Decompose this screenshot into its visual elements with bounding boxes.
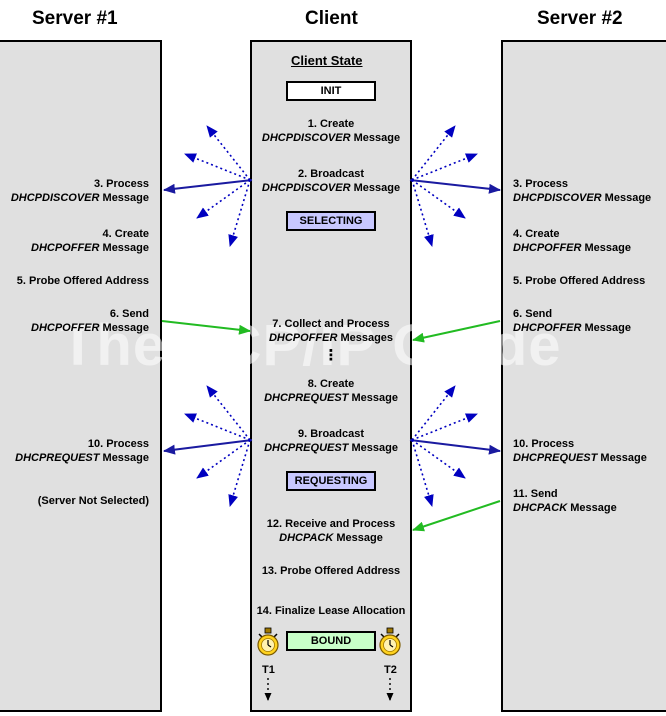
state-selecting: SELECTING <box>286 211 376 231</box>
client-step-7: 7. Collect and Process DHCPOFFER Message… <box>268 318 394 344</box>
server1-step-3: 3. Process DHCPDISCOVER Message <box>10 178 149 204</box>
state-init: INIT <box>286 81 376 101</box>
discover-broadcast-rays-right <box>411 125 478 247</box>
discover-to-server1-arrow <box>163 179 253 194</box>
client-step-9: 9. Broadcast DHCPREQUEST Message <box>264 428 398 454</box>
discover-broadcast-rays-left <box>184 125 251 247</box>
server2-step-3: 3. Process DHCPDISCOVER Message <box>513 178 652 204</box>
server1-column <box>0 40 162 712</box>
server2-column <box>501 40 666 712</box>
client-step-1: 1. Create DHCPDISCOVER Message <box>261 118 401 144</box>
ack-from-server2-arrow <box>412 500 501 532</box>
client-step-8: 8. Create DHCPREQUEST Message <box>264 378 398 404</box>
request-broadcast-rays-left <box>184 385 251 507</box>
client-step-12: 12. Receive and Process DHCPACK Message <box>266 518 396 544</box>
client-step-14: 14. Finalize Lease Allocation <box>256 605 406 617</box>
client-header: Client <box>305 8 358 29</box>
server2-step-11: 11. Send DHCPACK Message <box>513 488 617 514</box>
server2-step-5: 5. Probe Offered Address <box>513 275 646 287</box>
server1-step-5: 5. Probe Offered Address <box>16 275 149 287</box>
request-to-server2-arrow <box>409 439 501 455</box>
offer-from-server2-arrow <box>412 320 501 343</box>
stopwatch-icon <box>257 627 279 656</box>
discover-to-server2-arrow <box>409 179 501 194</box>
timer-t1-label: T1 <box>262 664 275 676</box>
server2-step-6: 6. Send DHCPOFFER Message <box>513 308 631 334</box>
request-broadcast-rays-right <box>411 385 478 507</box>
state-bound: BOUND <box>286 631 376 651</box>
client-column <box>250 40 412 712</box>
client-step-13: 13. Probe Offered Address <box>261 565 401 577</box>
server2-header: Server #2 <box>537 8 623 29</box>
server1-header: Server #1 <box>32 8 118 29</box>
watermark: The TCP/IP Guide <box>60 313 562 378</box>
stopwatch-icon <box>379 627 401 656</box>
request-to-server1-arrow <box>163 439 253 455</box>
server2-step-4: 4. Create DHCPOFFER Message <box>513 228 631 254</box>
offer-from-server1-arrow <box>161 320 251 335</box>
client-ellipsis: ⋮ <box>323 347 339 364</box>
timer-t2-label: T2 <box>384 664 397 676</box>
server1-step-6: 6. Send DHCPOFFER Message <box>31 308 149 334</box>
state-requesting: REQUESTING <box>286 471 376 491</box>
server1-step-4: 4. Create DHCPOFFER Message <box>31 228 149 254</box>
client-state-title: Client State <box>291 53 363 68</box>
server1-step-10: 10. Process DHCPREQUEST Message <box>15 438 149 464</box>
server1-not-selected: (Server Not Selected) <box>37 495 149 507</box>
client-step-2: 2. Broadcast DHCPDISCOVER Message <box>261 168 401 194</box>
server2-step-10: 10. Process DHCPREQUEST Message <box>513 438 647 464</box>
